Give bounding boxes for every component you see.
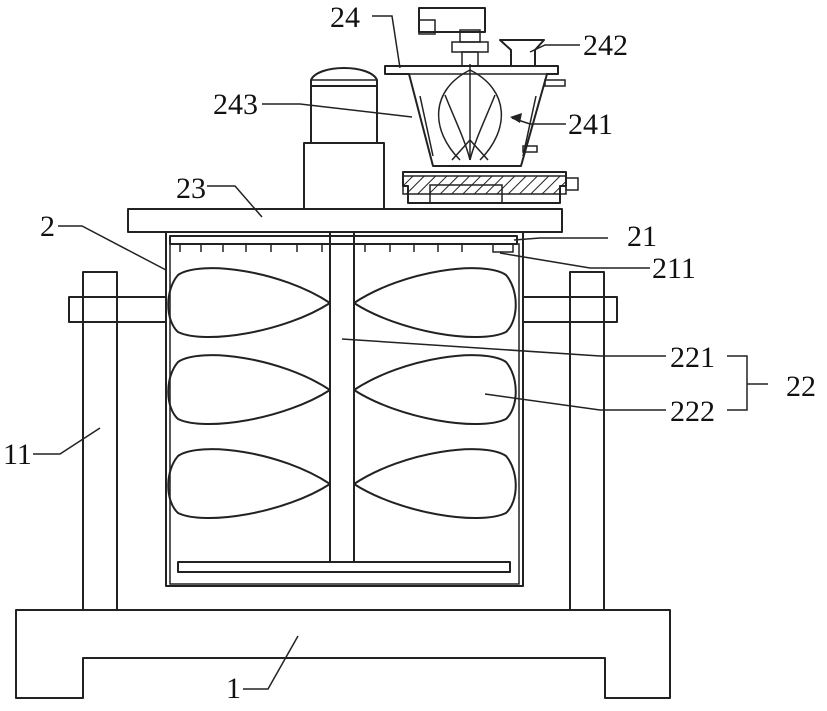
top-plate bbox=[128, 209, 562, 232]
stirring-blades bbox=[168, 268, 516, 518]
label-242: 242 bbox=[583, 29, 628, 62]
bottom-scraper bbox=[178, 562, 510, 572]
leader-lines bbox=[33, 16, 768, 689]
label-241: 241 bbox=[568, 108, 613, 141]
label-22: 22 bbox=[786, 370, 816, 403]
tank-inner-outline bbox=[170, 244, 519, 584]
label-11: 11 bbox=[3, 438, 32, 471]
label-243: 243 bbox=[213, 88, 258, 121]
motor-cap bbox=[311, 68, 377, 86]
arrowhead-241 bbox=[510, 113, 522, 123]
stirring-shaft bbox=[330, 232, 354, 562]
motor-base bbox=[304, 143, 384, 209]
label-23: 23 bbox=[176, 172, 206, 205]
spray-nozzles bbox=[180, 244, 513, 252]
label-221: 221 bbox=[670, 341, 715, 374]
label-1: 1 bbox=[226, 672, 241, 705]
label-211: 211 bbox=[652, 252, 696, 285]
tank-body bbox=[166, 232, 523, 586]
base-frame bbox=[16, 610, 670, 698]
label-2: 2 bbox=[40, 210, 55, 243]
label-222: 222 bbox=[670, 395, 715, 428]
spray-pipe bbox=[170, 236, 517, 244]
motor-body bbox=[311, 86, 377, 143]
label-21: 21 bbox=[627, 220, 657, 253]
label-24: 24 bbox=[330, 1, 360, 34]
feeder-assembly bbox=[385, 8, 578, 203]
